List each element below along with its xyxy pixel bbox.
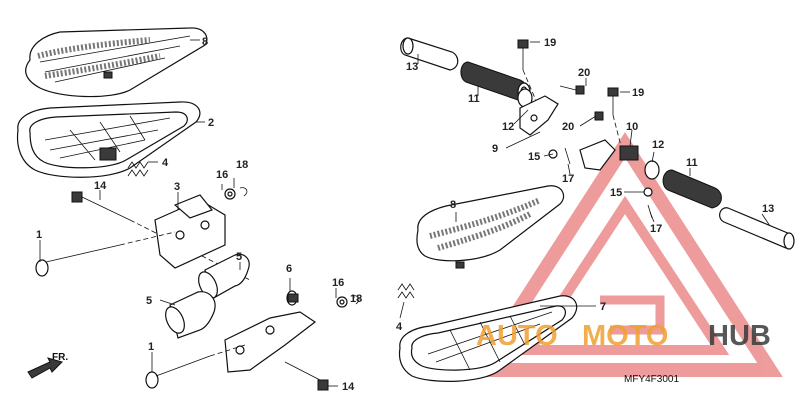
callout-8-left: 8: [202, 36, 208, 48]
callout-20-mid: 20: [562, 121, 574, 133]
callout-7: 7: [600, 301, 606, 313]
callout-11-lower: 11: [686, 157, 698, 169]
callout-19-upper: 19: [544, 37, 556, 49]
callout-14-lower: 14: [342, 381, 355, 393]
washer-clip-lower-left: [336, 295, 360, 308]
callout-14-upper: 14: [94, 180, 107, 192]
collar-left: [286, 290, 299, 306]
callout-9: 9: [492, 143, 498, 155]
callout-5-upper: 5: [236, 251, 242, 263]
callout-13-lower: 13: [762, 203, 774, 215]
callout-17-upper: 17: [562, 173, 574, 185]
callout-10: 10: [626, 121, 638, 133]
rubber-cylinder-lower-left: [165, 291, 216, 339]
spring-left: [127, 161, 149, 177]
footboard-mat-left: [25, 27, 208, 98]
callout-18-lower: 18: [350, 293, 362, 305]
grip-rubber-lower: [662, 169, 722, 209]
callout-13-upper: 13: [406, 61, 418, 73]
callout-6: 6: [286, 263, 292, 275]
callout-17-lower: 17: [650, 223, 662, 235]
pivot-block: [579, 139, 639, 171]
footboard-frame-left: [16, 101, 201, 178]
peg-bracket-upper: [519, 95, 559, 136]
callout-4-right: 4: [396, 321, 403, 333]
watermark-triangle-logo: [467, 132, 783, 377]
bracket-lower-left: [224, 311, 317, 373]
callout-11-upper: 11: [468, 93, 480, 105]
callout-18-upper: 18: [236, 159, 248, 171]
footboard-mat-right: [416, 185, 565, 269]
callout-16-lower: 16: [332, 277, 344, 289]
watermark-word-moto: MOTO: [582, 320, 668, 352]
front-direction-arrow: FR.: [27, 352, 68, 379]
pin-long-lower-left: [145, 344, 246, 389]
passenger-peg-cover-upper: [400, 37, 459, 71]
footboard-frame-right: [398, 295, 578, 382]
callout-8-right: 8: [450, 199, 456, 211]
callout-2: 2: [208, 117, 214, 129]
spring-right: [397, 283, 415, 299]
callout-5-lower: 5: [146, 295, 152, 307]
front-label: FR.: [52, 352, 68, 363]
bolt-20-mid: [594, 111, 604, 121]
callout-12-mid: 12: [652, 139, 664, 151]
callout-1-lower: 1: [148, 341, 154, 353]
callout-1-upper: 1: [36, 229, 42, 241]
bolt-19-mid: [607, 87, 623, 151]
pin-long-upper-left: [35, 231, 176, 277]
callout-3: 3: [174, 181, 180, 193]
callout-20-upper: 20: [578, 67, 590, 79]
callout-15-lower: 15: [610, 187, 622, 199]
watermark-wordmark: AUTO MOTO HUB: [476, 320, 771, 352]
callout-15-upper: 15: [528, 151, 540, 163]
callout-labels: 8 2 4 18 16 3 14 1 6 5 16 18 5 1 14 13 1…: [36, 36, 774, 393]
callout-19-mid: 19: [632, 87, 644, 99]
bracket-upper-left: [154, 194, 226, 269]
washer-pin-upper: [548, 147, 571, 165]
callout-12-upper: 12: [502, 121, 514, 133]
bolt-20-upper: [559, 85, 585, 95]
passenger-peg-cover-lower: [719, 207, 795, 250]
callout-4-left: 4: [162, 157, 169, 169]
washer-12-mid: [644, 160, 660, 180]
callout-16-upper: 16: [216, 169, 228, 181]
washer-clip-upper-left: [224, 187, 248, 200]
diagram-code: MFY4F3001: [624, 374, 679, 385]
bolt-lower-left: [284, 361, 329, 391]
watermark-word-auto: AUTO: [476, 320, 558, 352]
leader-lines: [39, 39, 771, 387]
watermark-word-hub: HUB: [708, 320, 771, 352]
